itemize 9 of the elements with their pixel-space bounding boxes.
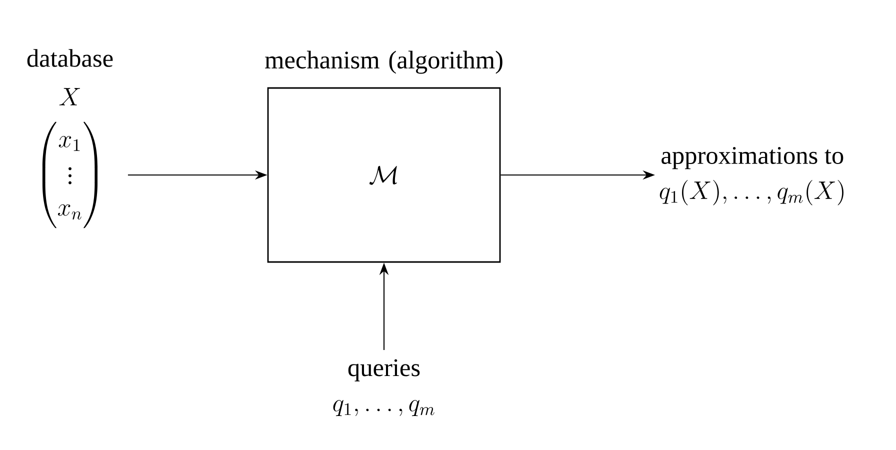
box-heading: mechanism (algorithm): [265, 50, 502, 74]
formula: $q_1(X),\ldots,q_m(X)$: [660, 180, 844, 206]
formula: $q_1,\ldots,q_m$: [333, 400, 434, 416]
variable-label: $X$: [59, 88, 80, 106]
node-label: approximations to: [662, 147, 844, 170]
node-label: database: [27, 49, 113, 67]
mechanism-box: $\mathcal{M}$: [267, 87, 501, 263]
node-label: queries: [348, 359, 420, 382]
vector-formula: $\begin{pmatrix}x_1\\ \vdots\\ x_n\end{pmatrix}$: [42, 122, 98, 228]
